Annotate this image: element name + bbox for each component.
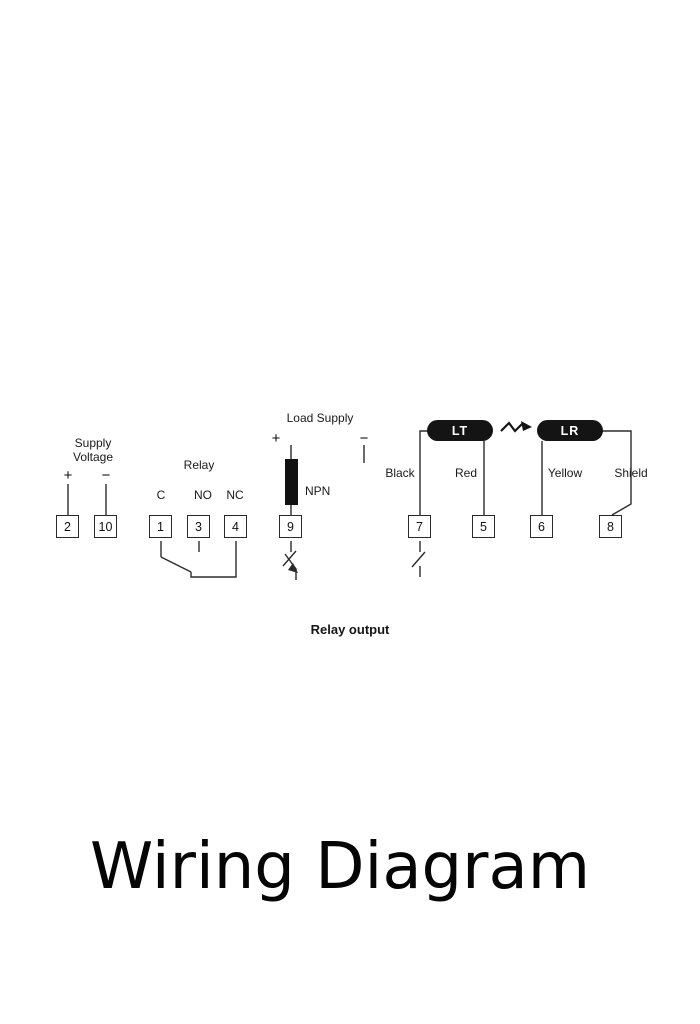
supply-label-line1: Supply — [74, 436, 112, 450]
out7-contact — [411, 551, 426, 568]
terminal-box-7: 7 — [408, 515, 431, 538]
supply-voltage-label: Supply Voltage — [73, 436, 113, 464]
lr-sensor-pill: LR — [537, 420, 603, 441]
terminal-box-1: 1 — [149, 515, 172, 538]
npn-arrowhead — [288, 563, 298, 573]
supply-plus-sign: + — [63, 467, 73, 484]
lt-sensor-pill: LT — [427, 420, 493, 441]
supply-label-line2: Voltage — [72, 450, 114, 464]
relay-no-label: NO — [194, 488, 212, 502]
page-title: Wiring Diagram — [89, 830, 591, 904]
lt-sensor-label: LT — [451, 423, 469, 438]
terminal-box-8: 8 — [599, 515, 622, 538]
load-resistor — [285, 459, 298, 505]
relay-nc-wire — [190, 541, 237, 578]
terminal-box-3: 3 — [187, 515, 210, 538]
terminal-box-9: 9 — [279, 515, 302, 538]
terminal-box-4: 4 — [224, 515, 247, 538]
relay-label: Relay — [183, 458, 215, 472]
black-wire — [419, 430, 428, 515]
npn-label: NPN — [305, 484, 331, 498]
terminal-box-6: 6 — [530, 515, 553, 538]
beam-arrow-icon — [500, 421, 532, 433]
load-plus-sign: + — [271, 430, 281, 447]
relay-c-label: C — [156, 488, 166, 502]
shield-wire-label: Shield — [614, 466, 648, 480]
relay-output-caption: Relay output — [310, 622, 390, 637]
yellow-wire-label: Yellow — [547, 466, 583, 480]
terminal-box-10: 10 — [94, 515, 117, 538]
supply-minus-sign: − — [101, 467, 111, 484]
relay-arm — [160, 556, 192, 573]
black-wire-label: Black — [385, 466, 415, 480]
terminal-box-2: 2 — [56, 515, 79, 538]
load-minus-sign: − — [359, 430, 369, 447]
terminal-box-5: 5 — [472, 515, 495, 538]
red-wire-label: Red — [454, 466, 478, 480]
relay-nc-label: NC — [226, 488, 244, 502]
load-supply-label: Load Supply — [286, 411, 354, 425]
npn-base-slash — [282, 550, 297, 567]
shield-wire — [602, 430, 632, 516]
lr-sensor-label: LR — [560, 423, 580, 438]
